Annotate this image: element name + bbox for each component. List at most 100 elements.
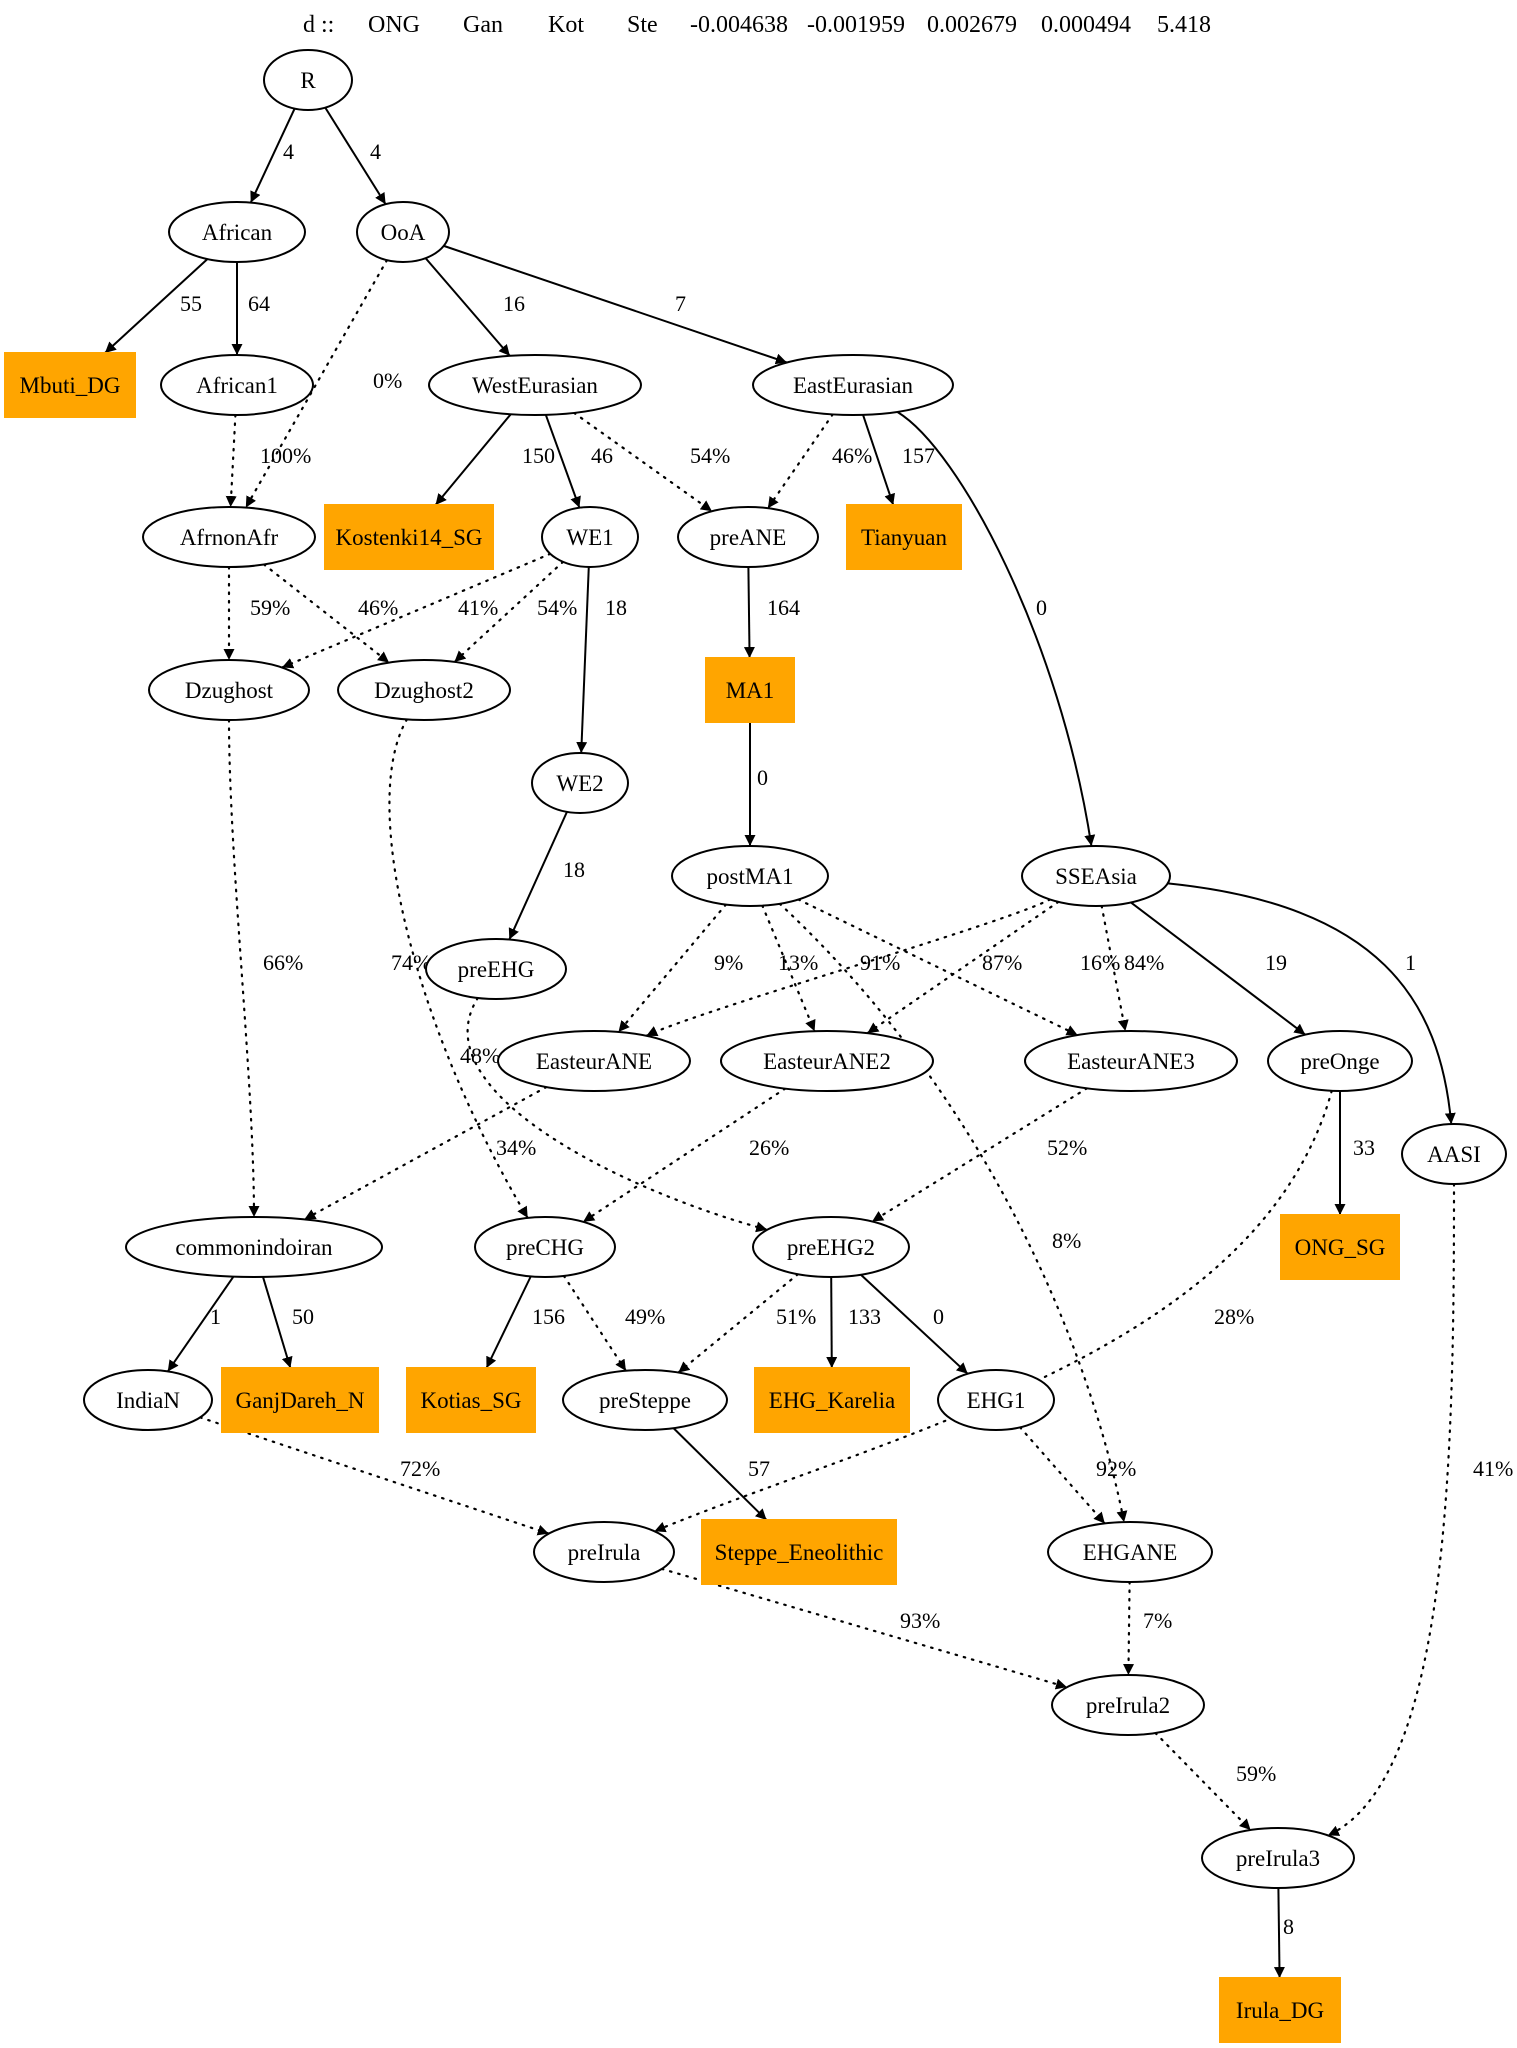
edge-label-r-to-oo-a: 4	[370, 139, 381, 164]
edge-label-ehgane-to-pre-irula2: 7%	[1143, 1608, 1172, 1633]
node-label-oo-a: OoA	[381, 220, 426, 245]
edge-label-post-ma1-to-ehgane: 8%	[1052, 1228, 1081, 1253]
edge-pre-ehg2-to-ehg1	[860, 1273, 969, 1375]
node-ellipse-we1	[541, 506, 639, 568]
edge-sseasia-to-aasi	[1167, 882, 1456, 1125]
node-african: African	[168, 201, 306, 263]
edge-post-ma1-to-easteur-ane2	[761, 904, 816, 1033]
node-label-we2: WE2	[556, 771, 603, 796]
edge-dzughost2-to-pre-chg	[388, 718, 529, 1220]
header-value-1: -0.004638	[690, 12, 788, 38]
node-label-sseasia: SSEAsia	[1055, 864, 1137, 889]
edge-pre-ehg2-to-ehg-karelia	[826, 1276, 838, 1369]
edge-we1-to-dzughost	[280, 552, 552, 669]
node-aasi: AASI	[1401, 1123, 1507, 1185]
node-afrnon-afr: AfrnonAfr	[142, 506, 316, 568]
edge-label-pre-onge-to-pre-irula: 28%	[1214, 1304, 1254, 1329]
edge-label-oo-a-to-west-eurasian: 16	[503, 291, 525, 316]
node-ellipse-dzughost2	[337, 659, 511, 721]
node-easteur-ane: EasteurANE	[497, 1030, 691, 1092]
score-header: d :: ONG Gan Kot Ste -0.004638 -0.001959…	[0, 0, 1517, 60]
edge-india-n-to-pre-irula	[199, 1416, 550, 1536]
edge-label-we1-to-we2: 18	[605, 595, 627, 620]
node-label-pre-ehg2: preEHG2	[787, 1235, 875, 1260]
node-ehg1: EHG1	[937, 1369, 1055, 1431]
node-ellipse-sseasia	[1021, 845, 1171, 907]
node-ehgane: EHGANE	[1047, 1521, 1213, 1583]
node-label-dzughost: Dzughost	[185, 678, 274, 703]
node-post-ma1: postMA1	[671, 845, 829, 907]
node-ellipse-pre-irula	[533, 1521, 675, 1583]
edge-east-eurasian-to-pre-ane	[766, 413, 834, 510]
edge-west-eurasian-to-we1	[544, 414, 581, 509]
node-ellipse-easteur-ane3	[1024, 1030, 1238, 1092]
edge-label-india-n-to-pre-irula: 72%	[400, 1456, 440, 1481]
node-ellipse-pre-ehg2	[752, 1216, 910, 1278]
edge-ehg1-to-ehgane	[1018, 1426, 1106, 1525]
edge-sseasia-to-pre-onge	[1130, 901, 1306, 1036]
edge-label-easteur-ane2-to-pre-chg: 26%	[749, 1135, 789, 1160]
edge-label-easteur-ane3-to-pre-ehg2: 52%	[1047, 1135, 1087, 1160]
header-pop-3: Kot	[548, 12, 584, 38]
node-label-ong-sg: ONG_SG	[1295, 1235, 1386, 1260]
node-ellipse-east-eurasian	[752, 354, 954, 416]
node-label-commonindoiran: commonindoiran	[175, 1235, 333, 1260]
leaf-box-tianyuan	[846, 504, 962, 570]
edge-commonindoiran-to-india-n	[166, 1276, 235, 1373]
edge-label-pre-irula-to-pre-irula2: 93%	[900, 1608, 940, 1633]
node-east-eurasian: EastEurasian	[752, 354, 954, 416]
node-ellipse-ehg1	[937, 1369, 1055, 1431]
edge-label-oo-a-to-east-eurasian: 7	[675, 291, 686, 316]
node-commonindoiran: commonindoiran	[125, 1216, 383, 1278]
edge-label-west-eurasian-to-kostenki14-sg: 150	[522, 443, 555, 468]
edge-label-post-ma1-to-easteur-ane: 9%	[714, 950, 743, 975]
header-value-4: 0.000494	[1041, 12, 1131, 38]
node-ellipse-african1	[160, 354, 314, 416]
edge-oo-a-to-afrnon-afr	[244, 259, 389, 509]
edge-pre-irula2-to-pre-irula3	[1154, 1731, 1252, 1832]
edge-label-we2-to-pre-ehg: 18	[563, 857, 585, 882]
edge-label-oo-a-to-afrnon-afr: 0%	[373, 368, 402, 393]
header-pop-4: Ste	[627, 12, 658, 38]
leaf-box-mbuti-dg	[4, 352, 136, 418]
edge-label-pre-chg-to-pre-steppe: 49%	[625, 1304, 665, 1329]
node-label-pre-chg: preCHG	[506, 1235, 584, 1260]
node-ellipse-pre-ehg	[425, 938, 567, 1000]
leaf-box-ma1	[705, 657, 795, 723]
edge-label-ehg1-to-ehgane: 92%	[1096, 1456, 1136, 1481]
node-ellipse-we2	[531, 752, 629, 814]
leaf-box-ong-sg	[1280, 1214, 1400, 1280]
edge-pre-chg-to-kotias-sg	[485, 1275, 532, 1369]
node-label-pre-irula: preIrula	[568, 1540, 641, 1565]
node-ong-sg: ONG_SG	[1280, 1214, 1400, 1280]
node-label-kostenki14-sg: Kostenki14_SG	[336, 525, 483, 550]
node-label-easteur-ane3: EasteurANE3	[1067, 1049, 1195, 1074]
edge-label-sseasia-to-aasi: 1	[1405, 950, 1416, 975]
node-label-ganj-dareh-n: GanjDareh_N	[235, 1388, 364, 1413]
node-ma1: MA1	[705, 657, 795, 723]
edge-east-eurasian-to-tianyuan	[862, 414, 895, 506]
edge-aasi-to-pre-irula3	[1326, 1182, 1456, 1837]
node-label-pre-onge: preOnge	[1300, 1049, 1379, 1074]
header-value-2: -0.001959	[807, 12, 905, 38]
edge-label-sseasia-to-easteur-ane2: 87%	[982, 950, 1022, 975]
node-label-afrnon-afr: AfrnonAfr	[180, 525, 279, 550]
edge-commonindoiran-to-ganj-dareh-n	[262, 1276, 293, 1369]
edge-afrnon-afr-to-dzughost2	[262, 563, 391, 664]
node-dzughost2: Dzughost2	[337, 659, 511, 721]
node-label-easteur-ane2: EasteurANE2	[763, 1049, 891, 1074]
node-dzughost: Dzughost	[148, 659, 310, 721]
node-we2: WE2	[531, 752, 629, 814]
node-label-ma1: MA1	[726, 678, 775, 703]
header-score: 5.418	[1157, 12, 1211, 38]
edge-label-afrnon-afr-to-dzughost: 59%	[250, 595, 290, 620]
node-kostenki14-sg: Kostenki14_SG	[324, 504, 494, 570]
edge-label-dzughost2-to-pre-chg: 74%	[391, 950, 431, 975]
edge-label-we1-to-dzughost2: 54%	[537, 595, 577, 620]
edge-label-sseasia-to-pre-onge: 19	[1265, 950, 1287, 975]
node-label-tianyuan: Tianyuan	[861, 525, 948, 550]
edge-label-african-to-african1: 64	[248, 291, 270, 316]
edge-west-eurasian-to-kostenki14-sg	[434, 413, 512, 506]
edge-label-sseasia-to-easteur-ane: 91%	[860, 950, 900, 975]
